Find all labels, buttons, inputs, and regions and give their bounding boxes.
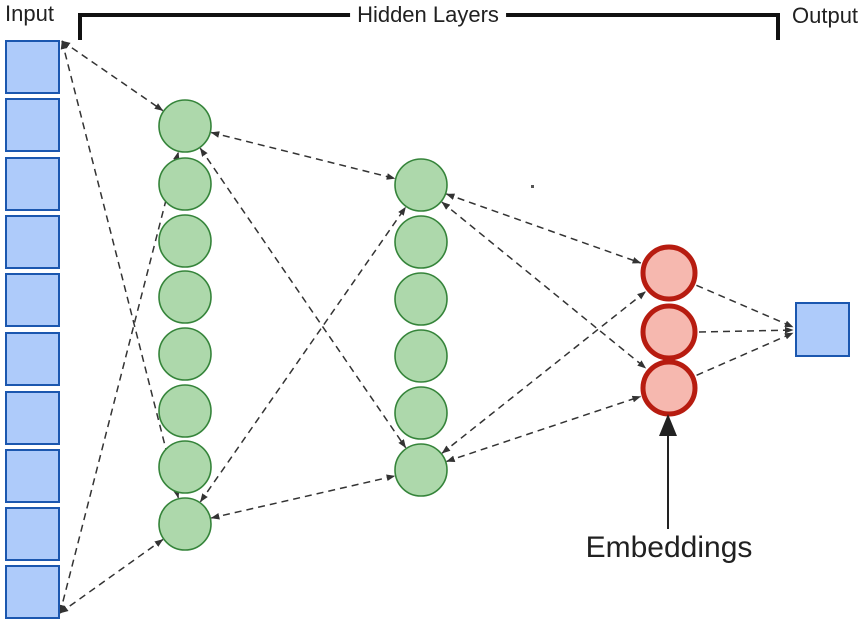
connection-line — [60, 40, 180, 499]
embedding-node — [640, 359, 698, 417]
connection-line — [698, 326, 794, 334]
hidden1-node — [158, 270, 212, 324]
input-node — [5, 98, 60, 152]
hidden2-node — [394, 443, 448, 497]
connection-line — [696, 284, 794, 328]
output-node — [795, 302, 850, 357]
hidden1-node — [158, 440, 212, 494]
hidden1-node — [158, 384, 212, 438]
hidden1-node — [158, 214, 212, 268]
embedding-node — [640, 244, 698, 302]
connection-line — [58, 151, 180, 614]
hidden2-node — [394, 386, 448, 440]
embedding-node — [640, 303, 698, 361]
input-node — [5, 391, 60, 445]
input-node — [5, 507, 60, 561]
connection-line — [441, 291, 646, 454]
input-node — [5, 449, 60, 503]
connection-line — [696, 332, 794, 376]
connection-line — [210, 131, 396, 180]
input-node — [5, 157, 60, 211]
hidden-layers-label: Hidden Layers — [350, 2, 506, 28]
hidden2-node — [394, 158, 448, 212]
embeddings-label: Embeddings — [585, 531, 753, 564]
connection-line — [446, 395, 642, 463]
input-node — [5, 273, 60, 327]
hidden2-node — [394, 272, 448, 326]
hidden1-node — [158, 327, 212, 381]
connection-line — [59, 538, 164, 614]
connection-line — [445, 193, 642, 264]
input-node — [5, 332, 60, 386]
hidden1-node — [158, 157, 212, 211]
hidden2-node — [394, 215, 448, 269]
input-node — [5, 40, 60, 94]
input-node — [5, 215, 60, 269]
connection-line — [199, 147, 407, 449]
connection-line — [210, 474, 396, 520]
hidden2-node — [394, 329, 448, 383]
input-layer-label: Input — [5, 1, 54, 26]
hidden1-node — [158, 497, 212, 551]
stray-mark — [531, 185, 534, 188]
connection-line — [199, 206, 407, 503]
embeddings-arrow-head — [659, 414, 677, 436]
output-layer-label: Output — [792, 3, 859, 28]
input-node — [5, 565, 60, 619]
connection-line — [441, 201, 647, 369]
hidden1-node — [158, 99, 212, 153]
